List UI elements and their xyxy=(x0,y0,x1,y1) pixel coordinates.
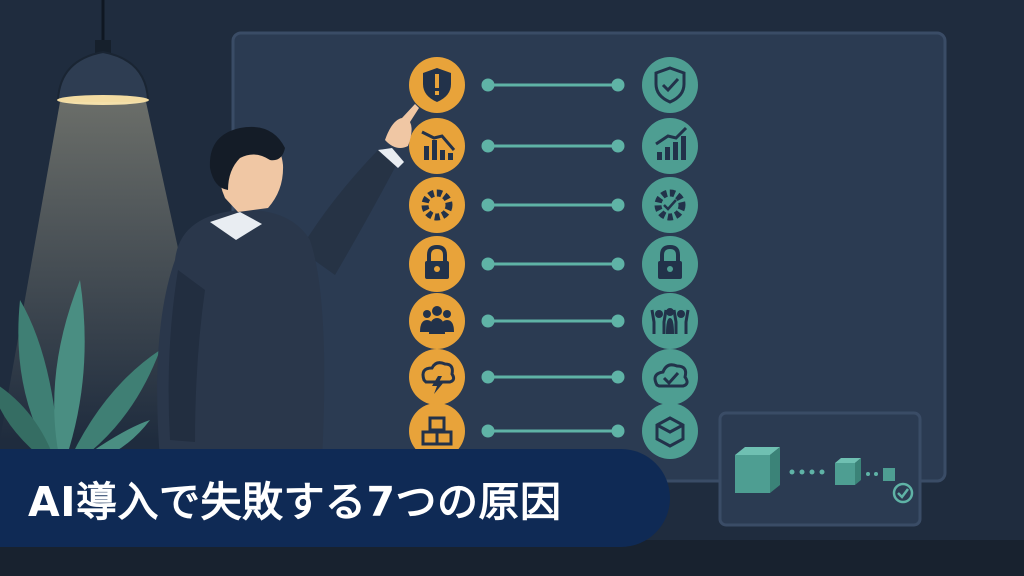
solution-column xyxy=(642,57,698,459)
connector-lines xyxy=(481,78,625,438)
process-card xyxy=(718,411,922,527)
lock-icon xyxy=(642,236,698,292)
businessman xyxy=(157,104,419,460)
growth-chart-icon xyxy=(642,118,698,174)
shield-alert-icon xyxy=(409,57,465,113)
gear-check-icon xyxy=(642,177,698,233)
people-icon xyxy=(409,293,465,349)
team-cheer-icon xyxy=(642,293,698,349)
title-banner: AI導入で失敗する7つの原因 xyxy=(0,449,670,547)
gear-icon xyxy=(409,177,465,233)
page-title: AI導入で失敗する7つの原因 xyxy=(28,478,562,526)
declining-chart-icon xyxy=(409,118,465,174)
cloud-check-icon xyxy=(642,349,698,405)
problem-column xyxy=(409,57,465,459)
shield-check-icon xyxy=(642,57,698,113)
cubes-icon xyxy=(409,403,465,459)
lock-icon xyxy=(409,236,465,292)
storm-cloud-icon xyxy=(409,349,465,405)
cube-icon xyxy=(642,403,698,459)
